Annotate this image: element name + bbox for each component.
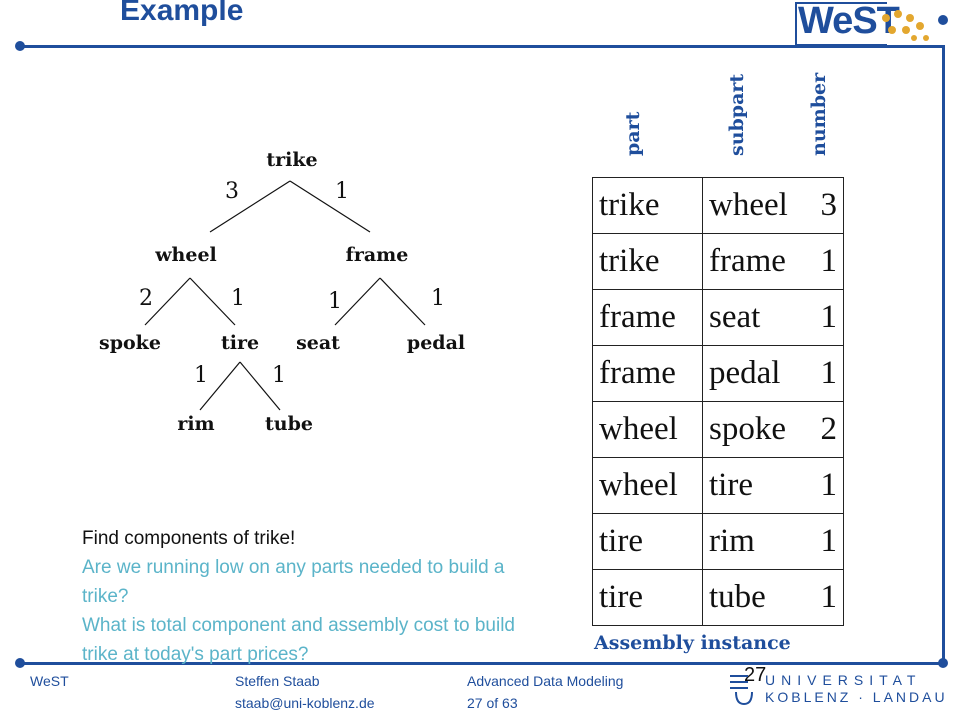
parts-tree: trike wheel frame spoke tire seat pedal …: [99, 149, 465, 435]
bottom-left-dot: [15, 658, 25, 668]
footer-page: 27 of 63: [467, 695, 518, 711]
weight-trike-frame: 1: [335, 179, 349, 204]
weight-tire-tube: 1: [272, 363, 286, 388]
cell-subpart: pedal: [702, 345, 801, 402]
table-caption: Assembly instance: [594, 632, 791, 654]
cell-number: 1: [801, 457, 844, 514]
cell-number: 3: [801, 177, 844, 234]
column-header-subpart: subpart: [726, 73, 748, 156]
weight-frame-pedal: 1: [431, 286, 445, 311]
cell-subpart: frame: [702, 233, 801, 290]
footer-author: Steffen Staab: [235, 673, 320, 689]
cell-part: trike: [592, 177, 703, 234]
edge-tire-tube: [239, 361, 281, 411]
node-tire: tire: [221, 332, 259, 354]
weight-trike-wheel: 3: [225, 179, 239, 204]
west-logo: WeST: [798, 0, 900, 42]
top-left-dot: [15, 41, 25, 51]
bottom-rule: [20, 662, 944, 665]
footer-left: WeST: [30, 673, 69, 689]
edge-tire-rim: [199, 361, 241, 411]
page-number: 27: [744, 664, 767, 686]
university-location: KOBLENZ · LANDAU: [765, 689, 948, 705]
node-trike: trike: [266, 149, 317, 171]
cell-subpart: rim: [702, 513, 801, 570]
cell-number: 2: [801, 401, 844, 458]
top-right-dot: [938, 15, 948, 25]
node-wheel: wheel: [154, 244, 217, 266]
cell-number: 1: [801, 513, 844, 570]
node-tube: tube: [265, 413, 313, 435]
top-rule: [20, 45, 942, 48]
cell-part: frame: [592, 345, 703, 402]
university-name: UNIVERSITAT: [765, 672, 922, 688]
cell-part: frame: [592, 289, 703, 346]
cell-subpart: spoke: [702, 401, 801, 458]
node-spoke: spoke: [99, 332, 161, 354]
column-header-number: number: [808, 72, 830, 156]
node-seat: seat: [296, 332, 340, 354]
cell-subpart: tire: [702, 457, 801, 514]
question-find-components: Find components of trike!: [82, 528, 296, 549]
cell-part: wheel: [592, 401, 703, 458]
logo-stars-icon: [882, 10, 929, 41]
edge-trike-frame: [289, 180, 371, 233]
question-total-cost: What is total component and assembly cos…: [82, 615, 516, 665]
cell-part: tire: [592, 513, 703, 570]
footer-email: staab@uni-koblenz.de: [235, 695, 375, 711]
questions-block: Find components of trike! Are we running…: [82, 524, 552, 669]
cell-number: 1: [801, 289, 844, 346]
edge-frame-seat: [334, 277, 381, 326]
question-low-parts: Are we running low on any parts needed t…: [82, 557, 505, 607]
bottom-right-dot: [938, 658, 948, 668]
university-emblem-icon: [730, 675, 753, 706]
weight-tire-rim: 1: [194, 363, 208, 388]
weight-wheel-tire: 1: [231, 286, 245, 311]
slide-title: Example: [120, 0, 244, 27]
cell-subpart: seat: [702, 289, 801, 346]
weight-wheel-spoke: 2: [139, 286, 153, 311]
cell-part: tire: [592, 569, 703, 626]
cell-number: 1: [801, 233, 844, 290]
cell-part: wheel: [592, 457, 703, 514]
weight-frame-seat: 1: [328, 289, 342, 314]
node-rim: rim: [177, 413, 214, 435]
node-frame: frame: [346, 244, 409, 266]
edge-wheel-tire: [189, 277, 236, 326]
column-header-part: part: [622, 111, 644, 156]
node-pedal: pedal: [407, 332, 465, 354]
edge-frame-pedal: [379, 277, 426, 326]
cell-part: trike: [592, 233, 703, 290]
cell-subpart: wheel: [702, 177, 801, 234]
edge-trike-wheel: [209, 180, 291, 233]
edge-wheel-spoke: [144, 277, 191, 326]
cell-number: 1: [801, 569, 844, 626]
right-rule: [942, 45, 945, 665]
cell-number: 1: [801, 345, 844, 402]
footer-course: Advanced Data Modeling: [467, 673, 624, 689]
cell-subpart: tube: [702, 569, 801, 626]
